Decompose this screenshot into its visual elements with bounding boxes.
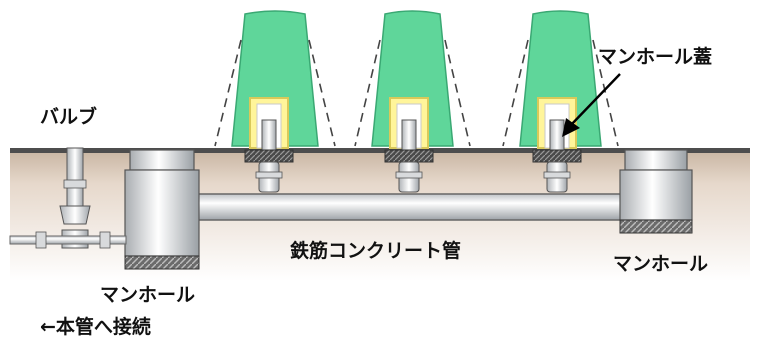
- label-manhole-right: マンホール: [613, 253, 708, 275]
- manhole-left: [124, 149, 200, 270]
- label-main-pipe-connection: ←本管へ接続: [40, 315, 151, 338]
- cover-pointer-arrow: [562, 73, 621, 137]
- label-concrete-pipe: 鉄筋コンクリート管: [290, 239, 461, 262]
- label-valve: バルブ: [40, 105, 97, 128]
- label-manhole-cover: マンホール蓋: [598, 45, 712, 68]
- label-manhole-left: マンホール: [100, 284, 195, 306]
- manhole-cover-1: [244, 97, 294, 193]
- concrete-pipe: [184, 193, 626, 221]
- valve-assembly: [9, 147, 127, 249]
- ground-surface: [10, 148, 750, 153]
- manhole-cover-2: [384, 97, 434, 193]
- manhole-right: [619, 149, 693, 234]
